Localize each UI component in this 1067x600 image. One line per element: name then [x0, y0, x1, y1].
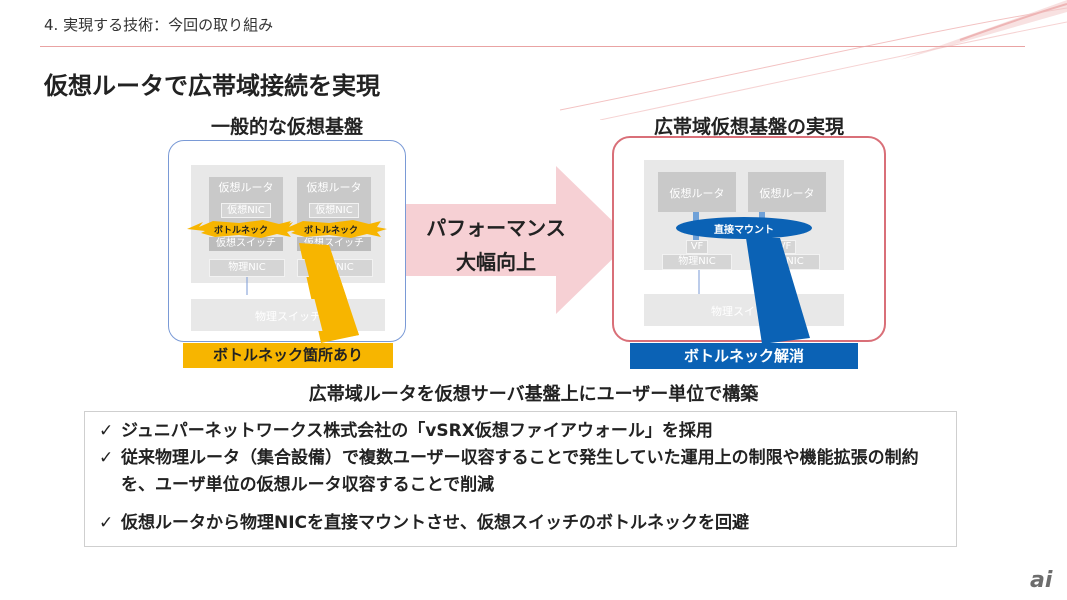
arrow-text-line2: 大幅向上 — [456, 250, 536, 274]
virtual-router-1-label: 仮想ルータ — [669, 187, 725, 200]
list-item: ✓ 従来物理ルータ（集合設備）で複数ユーザー収容することで発生していた運用上の制… — [99, 445, 939, 499]
virtual-router-2-label: 仮想ルータ — [759, 187, 815, 200]
virtual-router-2-label: 仮想ルータ — [306, 181, 362, 194]
bottleneck-label-2: ボトルネック — [303, 226, 358, 236]
physical-switch-label: 物理スイッチ — [255, 310, 321, 323]
virtual-router-1-label: 仮想ルータ — [218, 181, 274, 194]
physical-nic-1: 物理NIC — [662, 254, 732, 270]
list-item: ✓ ジュニパーネットワークス株式会社の「vSRX仮想ファイアウォール」を採用 — [99, 418, 939, 445]
general-virtual-platform-diagram: 仮想ルータ 仮想NIC 仮想ルータ 仮想NIC 仮想スイッチ 仮想スイッチ ボト… — [168, 140, 406, 343]
slide-title: 仮想ルータで広帯域接続を実現 — [44, 72, 380, 100]
check-icon: ✓ — [99, 513, 114, 533]
performance-arrow-icon — [406, 166, 632, 314]
left-panel-heading: 一般的な仮想基盤 — [210, 116, 363, 138]
list-item: ✓ 仮想ルータから物理NICを直接マウントさせ、仮想スイッチのボトルネックを回避 — [99, 510, 939, 537]
broadband-virtual-platform-diagram: 仮想ルータ 仮想ルータ VF VF 物理NIC 物理NIC 物理スイッチ 直接マ… — [612, 136, 886, 344]
virtual-nic-2: 仮想NIC — [309, 203, 359, 218]
virtual-router-2 — [748, 172, 826, 212]
ai-logo: ai — [1030, 568, 1053, 593]
bullet-list: ✓ ジュニパーネットワークス株式会社の「vSRX仮想ファイアウォール」を採用 ✓… — [84, 411, 957, 547]
direct-mount-label: 直接マウント — [714, 225, 774, 236]
virtual-router-1 — [658, 172, 736, 212]
section-label: 4. 実現する技術：今回の取り組み — [44, 16, 274, 34]
bottleneck-resolved-badge: ボトルネック解消 — [630, 343, 858, 369]
bottleneck-present-badge: ボトルネック箇所あり — [183, 343, 393, 368]
decorative-swoosh — [559, 0, 1067, 120]
direct-mount-callout — [676, 217, 812, 344]
bottleneck-label-1: ボトルネック — [213, 226, 268, 236]
virtual-switch-1: 仮想スイッチ — [209, 237, 283, 251]
check-icon: ✓ — [99, 421, 114, 441]
vf-1: VF — [686, 240, 708, 254]
header-divider — [40, 46, 1025, 47]
physical-switch-box — [644, 294, 844, 326]
right-panel-heading: 広帯域仮想基盤の実現 — [653, 116, 844, 138]
arrow-text-line1: パフォーマンス — [426, 216, 566, 240]
bottleneck-callout — [301, 245, 359, 341]
check-icon: ✓ — [99, 448, 114, 468]
summary-subtitle: 広帯域ルータを仮想サーバ基盤上にユーザー単位で構築 — [308, 384, 759, 405]
virtual-nic-1: 仮想NIC — [221, 203, 271, 218]
physical-nic-1: 物理NIC — [209, 259, 285, 277]
